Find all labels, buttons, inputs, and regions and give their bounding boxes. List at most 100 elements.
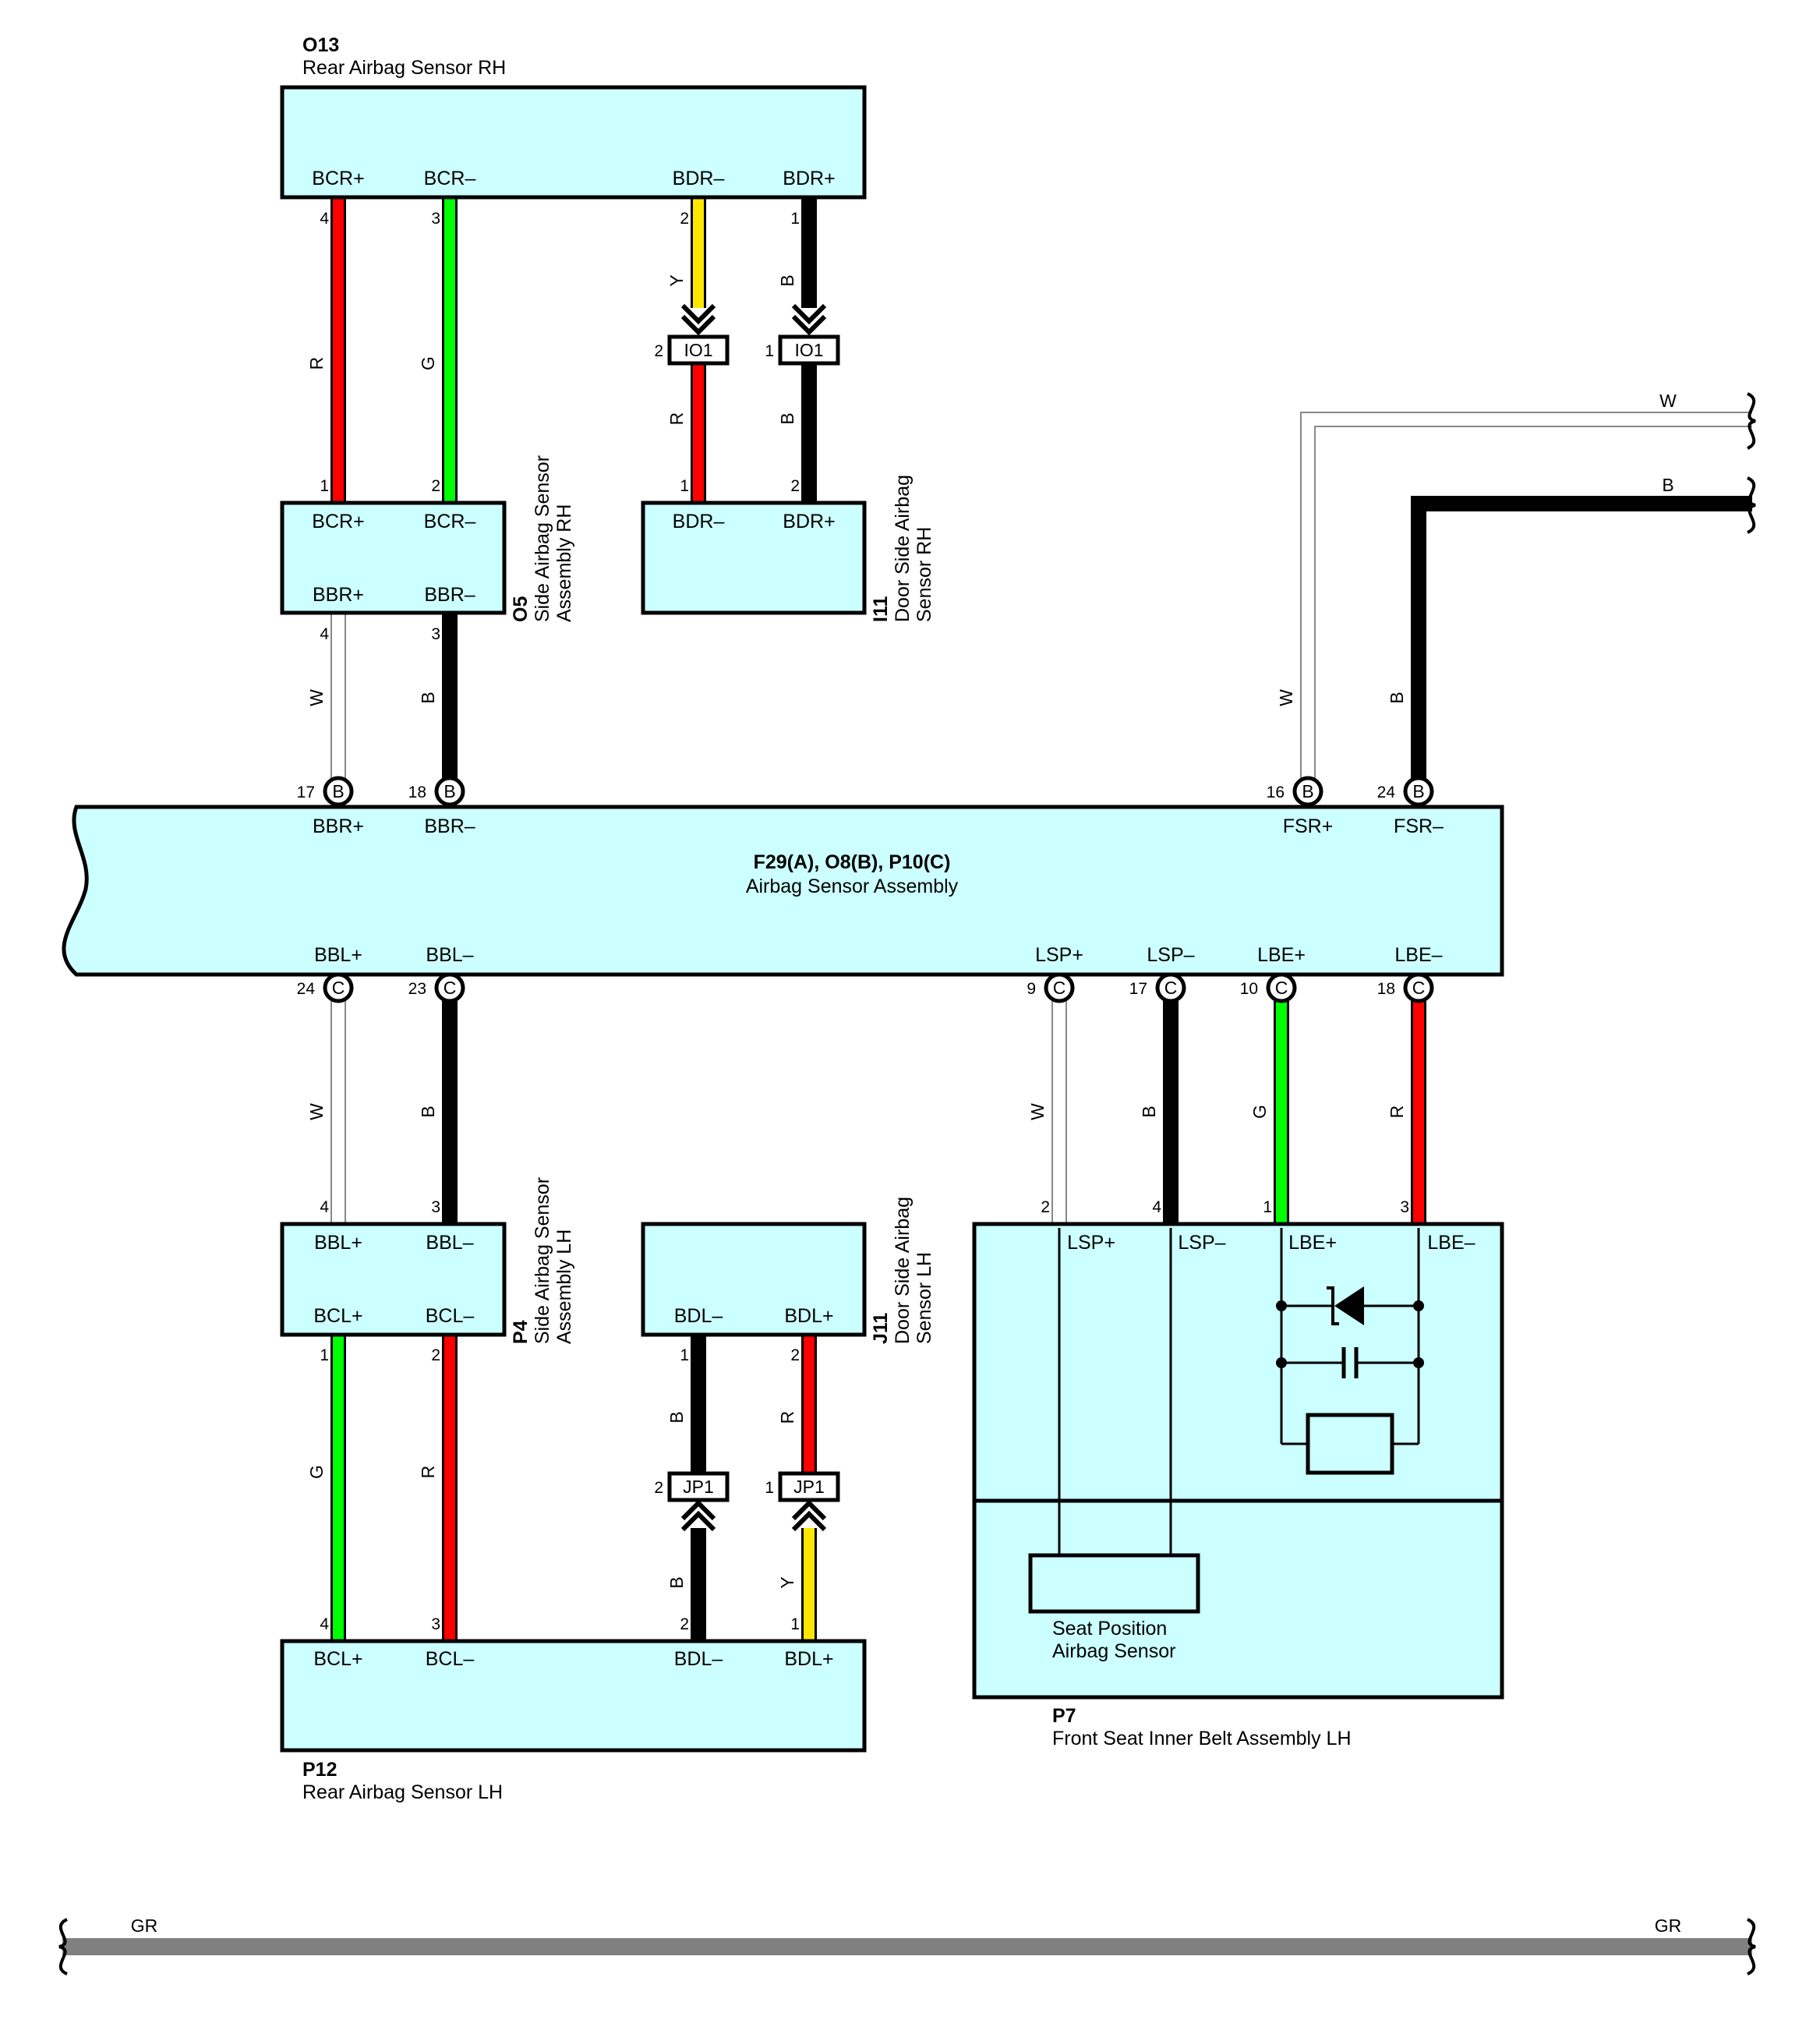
pin-number: 4 — [320, 625, 329, 643]
terminal-letter: C — [1164, 978, 1178, 998]
terminal-pin: 10 — [1240, 980, 1258, 998]
connector-i11-name-2: Sensor RH — [914, 527, 935, 622]
terminal-pin: 17 — [1129, 980, 1147, 998]
connector-p4-label: P4 Side Airbag Sensor Assembly LH — [510, 1177, 575, 1344]
terminal-circle — [323, 776, 354, 807]
connector-o5-box — [280, 501, 507, 615]
connector-j11-name-2: Sensor LH — [914, 1252, 935, 1344]
pin-number: 3 — [1400, 1198, 1409, 1216]
p12-pin-bcl-minus: BCL– — [426, 1648, 475, 1670]
pin-number: 2 — [790, 1346, 800, 1364]
o5-pin-bbr-plus: BBR+ — [313, 584, 364, 606]
junction-jp1-label: JP1 — [683, 1477, 714, 1497]
assy-pin-fsr-plus: FSR+ — [1283, 815, 1334, 837]
terminal-letter: C — [444, 978, 457, 998]
pin-number: 3 — [431, 625, 440, 643]
pin-number: 3 — [431, 1615, 440, 1633]
pin-number: 1 — [790, 210, 800, 228]
junction-io1-label: IO1 — [794, 340, 823, 360]
p7-pin-lbe-plus: LBE+ — [1288, 1232, 1337, 1254]
wire-color-label: Y — [777, 1576, 797, 1588]
connector-o5-name-1: Side Airbag Sensor — [532, 455, 553, 622]
break-mark-fsr-minus — [1747, 476, 1756, 534]
terminal-circle — [434, 972, 465, 1003]
terminal-pin: 24 — [297, 980, 316, 998]
terminal-pin: 23 — [408, 980, 426, 998]
pin-number: 3 — [431, 1198, 440, 1216]
j11-pin-bdl-minus: BDL– — [674, 1305, 723, 1327]
pin-number: 2 — [431, 1346, 440, 1364]
connector-i11-label: I11 Door Side Airbag Sensor RH — [870, 475, 935, 622]
pin-number: 1 — [320, 477, 329, 495]
terminal-circle — [1403, 972, 1434, 1003]
junction-jp1-box — [667, 1471, 730, 1502]
junction-io1-label: IO1 — [684, 340, 712, 360]
chevron-up-icon — [680, 1510, 716, 1532]
seat-position-sensor-box — [1028, 1553, 1200, 1614]
seat-position-sensor-label-2: Airbag Sensor — [1052, 1640, 1175, 1662]
connector-p12-box — [280, 1639, 867, 1753]
connector-i11-name-1: Door Side Airbag — [892, 475, 914, 622]
wire-color-label: B — [666, 1576, 687, 1588]
zener-diode-icon — [1327, 1286, 1364, 1325]
connector-j11-code: J11 — [870, 1313, 892, 1344]
chevron-up-icon — [791, 1499, 827, 1521]
seat-position-sensor-label-1: Seat Position — [1052, 1618, 1167, 1640]
connector-i11-code: I11 — [870, 596, 892, 622]
connector-p4-name-1: Side Airbag Sensor — [532, 1177, 553, 1344]
j11-pin-bdl-plus: BDL+ — [784, 1305, 833, 1327]
p12-pin-bdl-plus: BDL+ — [784, 1648, 833, 1670]
assy-pin-lsp-minus: LSP– — [1147, 944, 1194, 966]
wires — [62, 197, 1752, 1955]
connector-p12-name: Rear Airbag Sensor LH — [302, 1781, 503, 1803]
connector-o13-name: Rear Airbag Sensor RH — [302, 57, 506, 79]
terminal-circle — [1044, 972, 1075, 1003]
airbag-assembly-box — [62, 805, 1504, 977]
assy-pin-lsp-plus: LSP+ — [1035, 944, 1083, 966]
terminal-circle — [1155, 972, 1186, 1003]
wire-color-label: W — [1276, 689, 1296, 706]
pin-number: 1 — [680, 1346, 689, 1364]
pin-number: 2 — [680, 1615, 689, 1633]
pin-number: 4 — [320, 1615, 329, 1633]
assy-pin-lbe-plus: LBE+ — [1257, 944, 1306, 966]
pin-number: 2 — [431, 477, 440, 495]
chevron-up-icon — [680, 1499, 716, 1521]
terminal-pin: 18 — [1377, 980, 1395, 998]
connector-o13-code: O13 — [302, 34, 339, 56]
p7-pin-lsp-minus: LSP– — [1178, 1232, 1225, 1254]
wire-color-label: R — [666, 412, 687, 426]
connector-o5-code: O5 — [510, 596, 532, 622]
connector-p7-code: P7 — [1052, 1705, 1076, 1727]
assy-pin-bbl-minus: BBL– — [426, 944, 473, 966]
wire-color-label: W — [1027, 1103, 1048, 1120]
wire-color-label: B — [418, 692, 438, 703]
wire-color-label: B — [777, 412, 797, 424]
pin-number: 2 — [654, 1479, 663, 1497]
wire-color-label: R — [1387, 1105, 1407, 1119]
pin-number: 2 — [790, 477, 800, 495]
junction-jp1-box — [778, 1471, 840, 1502]
wire-color-label: GR — [1655, 1916, 1682, 1936]
junction-jp1-bdl-plus: JP1 — [778, 1471, 840, 1532]
terminal-pin: 18 — [408, 784, 426, 801]
wire-color-labels: R G Y B R B W B W B W B W B W B G R G R … — [131, 274, 1682, 1936]
chevron-down-icon — [680, 303, 716, 325]
connector-i11-box — [641, 501, 867, 615]
airbag-assembly-name: Airbag Sensor Assembly — [746, 876, 959, 897]
p4-pin-bbl-plus: BBL+ — [314, 1232, 362, 1254]
connector-o13-box — [280, 85, 867, 200]
terminal-circle — [323, 972, 354, 1003]
junction-dot — [1413, 1357, 1424, 1368]
o5-pin-bcr-minus: BCR– — [424, 511, 476, 532]
wire-color-label: G — [418, 356, 438, 370]
connector-p4-box — [280, 1222, 507, 1337]
zener-diode-triangle — [1334, 1286, 1364, 1325]
pin-number: 1 — [680, 477, 689, 495]
break-mark-ground-right — [1747, 1918, 1756, 1976]
junction-io1-bdr-plus: IO1 — [778, 303, 840, 366]
break-marks — [58, 392, 1756, 1976]
connector-o5-label: O5 Side Airbag Sensor Assembly RH — [510, 455, 575, 622]
p7-junction-dots — [1276, 1300, 1424, 1368]
